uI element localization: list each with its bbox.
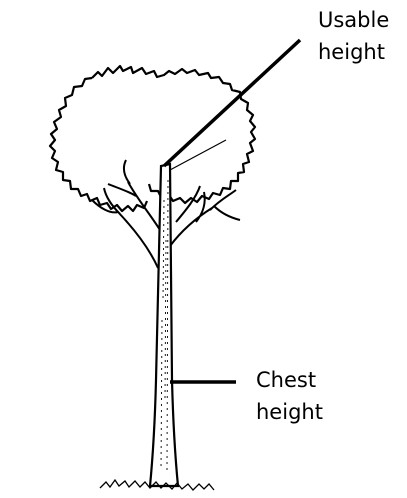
branch-left-upper [108, 160, 160, 230]
usable-height-label: Usable height [318, 4, 389, 68]
chest-height-label: Chest height [256, 364, 323, 428]
chest-height-label-line2: height [256, 396, 323, 428]
chest-height-label-line1: Chest [256, 364, 323, 396]
usable-height-label-line2: height [318, 36, 389, 68]
usable-height-pointer [164, 40, 300, 166]
branch-left-lower [92, 188, 158, 268]
canopy-outline [92, 66, 255, 203]
usable-height-label-line1: Usable [318, 4, 389, 36]
branch-right [170, 186, 240, 246]
